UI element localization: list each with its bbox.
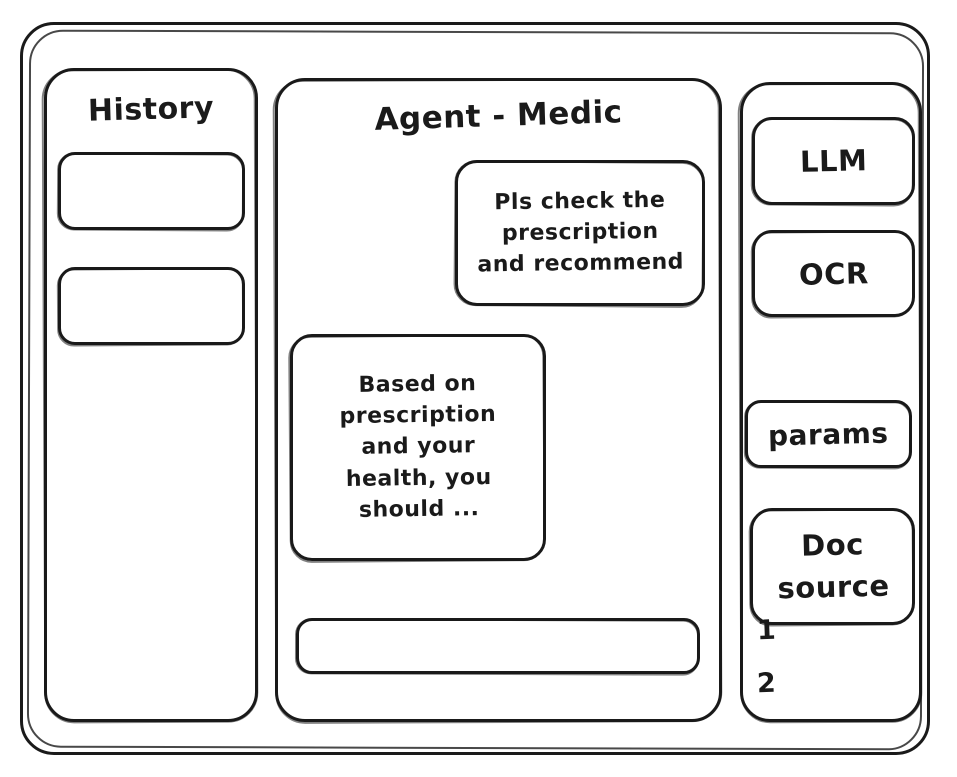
llm-tool-label: LLM [799, 143, 868, 179]
assistant-message-bubble: Based on prescription and your health, y… [290, 334, 546, 561]
doc-source-reference[interactable]: 1 [756, 614, 777, 647]
doc-source-label: Doc source [776, 527, 890, 606]
doc-source-reference[interactable]: 2 [756, 667, 777, 700]
doc-source-card[interactable]: Doc source [750, 508, 915, 625]
message-input[interactable] [296, 618, 700, 674]
ocr-tool-label: OCR [798, 255, 869, 292]
history-title: History [87, 90, 215, 129]
params-label: params [767, 416, 890, 452]
user-message-bubble: Pls check the prescription and recommend [455, 160, 705, 306]
assistant-message-text: Based on prescription and your health, y… [339, 371, 497, 524]
ocr-tool-button[interactable]: OCR [752, 230, 915, 317]
user-message-text: Pls check the prescription and recommend [477, 187, 684, 279]
history-list-item[interactable] [58, 267, 245, 345]
params-button[interactable]: params [745, 400, 912, 468]
llm-tool-button[interactable]: LLM [752, 117, 915, 205]
history-list-item[interactable] [58, 152, 245, 230]
